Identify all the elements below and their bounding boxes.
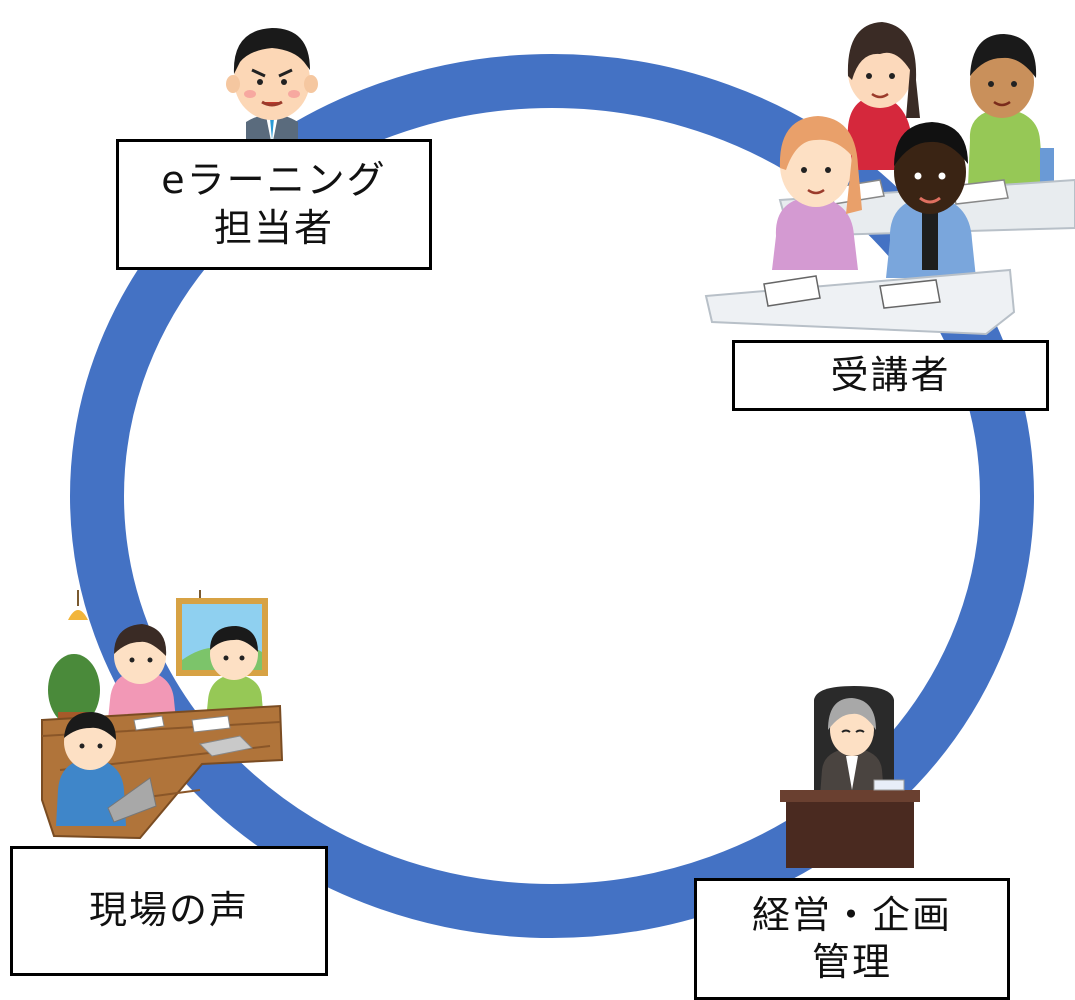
team-meeting-illustration — [41, 590, 284, 840]
businessman-illustration — [226, 28, 318, 148]
node-elearning-line2: 担当者 — [213, 205, 334, 250]
node-field-voice-label: 現場の声 — [88, 888, 249, 933]
node-elearning-line1: eラーニング — [161, 158, 387, 202]
node-management-line1: 経営・企画 — [751, 892, 952, 937]
node-management: 経営・企画 管理 — [694, 878, 1010, 1000]
node-learners: 受講者 — [732, 340, 1049, 411]
executive-at-desk-illustration — [780, 686, 920, 868]
node-field-voice: 現場の声 — [10, 846, 328, 976]
node-elearning-staff: eラーニング 担当者 — [116, 139, 432, 270]
cycle-ring — [70, 54, 1034, 938]
students-at-desks-illustration — [704, 22, 1075, 336]
node-learners-label: 受講者 — [830, 352, 951, 397]
node-management-line2: 管理 — [811, 940, 892, 984]
